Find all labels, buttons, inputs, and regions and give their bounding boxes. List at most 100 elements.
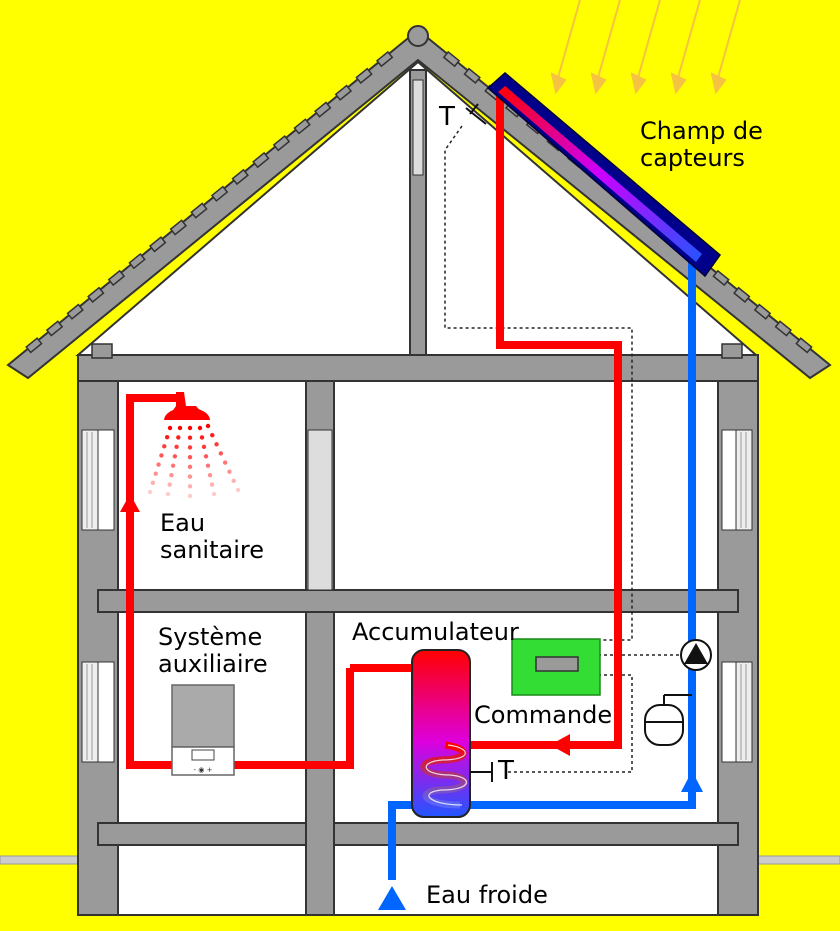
- sun-rays: [550, 0, 741, 95]
- spray-drop: [187, 484, 193, 489]
- window-right-upper: [721, 429, 753, 531]
- solar-collector: [486, 72, 722, 278]
- spray-drop: [147, 489, 153, 495]
- roof-tile: [231, 168, 249, 186]
- spray-drop: [211, 491, 217, 497]
- spray-drop: [222, 460, 228, 465]
- spray-drop: [207, 472, 213, 478]
- auxiliary-label-line2: auxiliaire: [158, 650, 268, 678]
- cold-water-label: Eau froide: [426, 881, 548, 909]
- hot-water-pipe-sanitary: [126, 394, 354, 769]
- spray-drop: [209, 482, 215, 487]
- roof-tile: [795, 337, 813, 354]
- cold-water-inlet-icon: [378, 886, 406, 910]
- roof-tile: [463, 67, 481, 85]
- spray-drop: [210, 432, 215, 438]
- roof-ridge-cap: [407, 25, 429, 47]
- spray-drop: [214, 442, 219, 447]
- roof-tile: [87, 286, 105, 303]
- solar-cold-pipe: [460, 255, 696, 809]
- spray-drop: [205, 423, 211, 429]
- attic-floor-slab: [77, 354, 759, 382]
- collector-label-line2: capteurs: [640, 144, 745, 172]
- roof-tile: [272, 135, 291, 152]
- auxiliary-heater: - ◉ +: [171, 684, 235, 776]
- roof-tile: [442, 50, 461, 68]
- roof-tile: [712, 269, 730, 287]
- spray-drop: [174, 444, 179, 450]
- spray-drop: [187, 445, 193, 450]
- spray-drop: [165, 491, 171, 497]
- spray-drop: [187, 435, 193, 440]
- spray-drop: [187, 454, 193, 460]
- roof-tile: [774, 320, 792, 337]
- auxiliary-system-label: Système auxiliaire: [158, 624, 268, 678]
- roof-tile: [107, 269, 126, 287]
- spray-drop: [187, 464, 193, 470]
- spray-drop: [203, 454, 209, 459]
- roof-tile: [753, 303, 772, 320]
- spray-drop: [187, 425, 193, 431]
- ground-floor-slab: [97, 822, 739, 846]
- roof-tile: [334, 84, 353, 101]
- spray-drop: [169, 472, 174, 478]
- spray-drop: [170, 463, 176, 468]
- auxiliary-label-line1: Système: [158, 623, 263, 651]
- circulation-pump: [680, 639, 712, 671]
- expansion-vessel: [644, 694, 692, 746]
- spray-drop: [235, 487, 241, 493]
- roof-tile: [25, 337, 43, 354]
- spray-drop: [227, 469, 232, 474]
- spray-drop: [205, 463, 211, 468]
- spray-drop: [187, 493, 193, 499]
- roof-tile: [733, 286, 751, 303]
- control-display: [535, 656, 579, 672]
- collector-label: Champ de capteurs: [640, 118, 763, 172]
- storage-tank: [411, 649, 471, 818]
- roof-tile: [293, 118, 311, 135]
- tank-sensor-label: T: [498, 756, 514, 786]
- sanitary-label-line2: sanitaire: [160, 536, 264, 564]
- roof-tile: [128, 252, 146, 270]
- spray-drop: [164, 434, 170, 440]
- spray-drop: [176, 435, 181, 440]
- roof-temperature-sensor: [465, 103, 487, 125]
- flow-arrow-cold: [681, 771, 703, 792]
- roof-sensor-label: T: [439, 102, 455, 132]
- sanitary-water-label: Eau sanitaire: [160, 510, 264, 564]
- roof-tile: [210, 185, 229, 202]
- spray-drop: [156, 462, 161, 467]
- spray-drop: [218, 451, 224, 456]
- spray-drop: [159, 453, 164, 458]
- pump-icon: [684, 643, 708, 664]
- spray-drop: [167, 425, 173, 431]
- sanitary-label-line1: Eau: [160, 509, 206, 537]
- roof-tile: [190, 202, 208, 219]
- spray-drop: [199, 435, 205, 440]
- shower-head-icon: [147, 392, 241, 499]
- spray-drop: [167, 482, 172, 487]
- middle-floor-slab: [97, 589, 739, 613]
- window-left-upper: [81, 429, 115, 531]
- roof-tile: [314, 101, 332, 118]
- spray-drop: [177, 425, 183, 431]
- roof-tile: [149, 236, 167, 253]
- sensor-wiring: [444, 125, 680, 773]
- roof-tile: [45, 320, 64, 337]
- spray-drop: [201, 444, 207, 450]
- svg-text:- ◉ +: - ◉ +: [194, 766, 213, 774]
- window-left-lower: [81, 661, 115, 763]
- spray-drop: [150, 480, 156, 486]
- control-unit: [511, 638, 601, 696]
- spray-drop: [197, 425, 203, 431]
- spray-drop: [162, 444, 167, 449]
- spray-drop: [231, 478, 236, 484]
- roof-tile: [252, 151, 270, 169]
- spray-drop: [187, 474, 193, 479]
- roof-tile: [169, 219, 188, 236]
- roof-tile: [66, 303, 84, 320]
- spray-drop: [153, 471, 158, 476]
- cold-water-pipe: [388, 801, 420, 880]
- storage-tank-label: Accumulateur: [352, 618, 519, 646]
